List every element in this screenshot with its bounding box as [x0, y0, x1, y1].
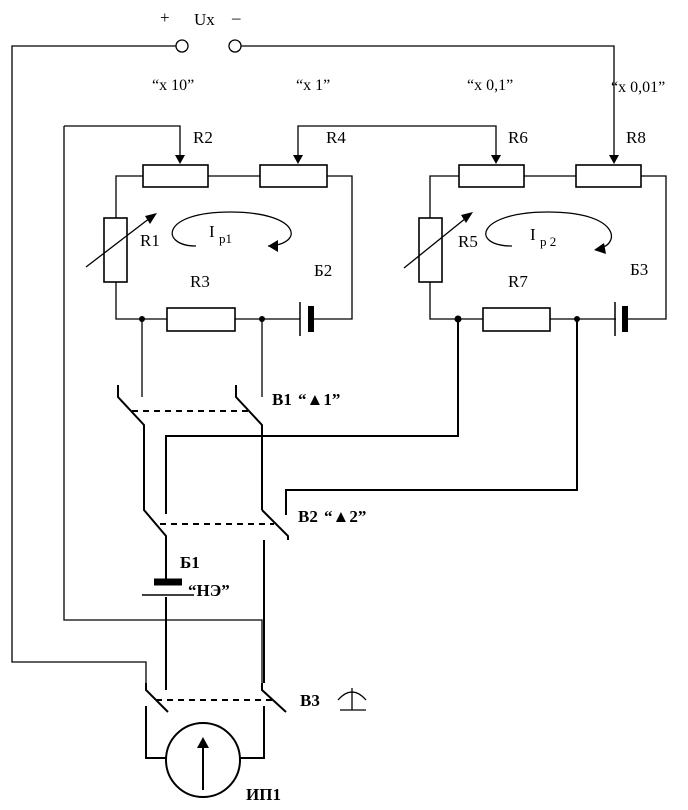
- range-label-x10: “x 10”: [152, 77, 194, 94]
- battery-b1-note: “НЭ”: [188, 581, 230, 600]
- switch-v1[interactable]: В1 “▲1”: [117, 319, 340, 510]
- resistor-r8: [575, 164, 642, 188]
- wiper-r2-icon: [175, 148, 185, 164]
- ux-label: Ux: [194, 10, 215, 29]
- current-ip2-main: I: [530, 225, 536, 244]
- resistor-r6-label: R6: [508, 128, 528, 147]
- current-loop-1-icon: [171, 211, 292, 252]
- switch-v2[interactable]: В2 “▲2”: [143, 470, 366, 683]
- battery-b3-label: Б3: [630, 260, 648, 279]
- resistor-r5-label: R5: [458, 232, 478, 251]
- meter-dial: [165, 722, 241, 798]
- battery-b2-label: Б2: [314, 261, 332, 280]
- resistor-r3-label: R3: [190, 272, 210, 291]
- resistor-r1-label: R1: [140, 231, 160, 250]
- resistor-r4: [259, 164, 328, 188]
- resistor-r2: [142, 164, 209, 188]
- resistor-r5: [418, 217, 443, 283]
- source-terminals: + Ux –: [160, 8, 242, 53]
- switch-v1-note: “▲1”: [298, 390, 340, 409]
- resistor-r2-label: R2: [193, 128, 213, 147]
- resistor-r7: [482, 307, 551, 332]
- range-label-x001: “x 0,01”: [611, 79, 665, 96]
- range-label-x01: “x 0,1”: [467, 77, 513, 94]
- resistor-r7-label: R7: [508, 272, 528, 291]
- resistor-r4-label: R4: [326, 128, 346, 147]
- meter-ip1: ИП1: [145, 706, 281, 804]
- wiper-r6-icon: [491, 148, 501, 164]
- minus-sign: –: [231, 8, 241, 27]
- terminal-plus[interactable]: [175, 39, 189, 53]
- resistor-r1: [103, 217, 128, 283]
- range-labels: “x 10” “x 1” “x 0,1” “x 0,01”: [152, 77, 665, 96]
- switch-v1-label: В1: [272, 390, 292, 409]
- battery-b1-label: Б1: [180, 553, 200, 572]
- variable-arrow-r1-icon: [85, 213, 157, 268]
- wiper-r4-icon: [293, 148, 303, 164]
- switch-v3[interactable]: В3: [145, 683, 367, 713]
- left-bridge: R2 R4 R1 R3 Б2 I p1: [85, 128, 353, 336]
- wiper-r8-icon: [609, 148, 619, 164]
- battery-b2: [299, 302, 314, 336]
- plus-sign: +: [160, 8, 170, 27]
- switch-v3-label: В3: [300, 691, 320, 710]
- right-bridge: R6 R8 R5 R7 Б3 I p 2: [403, 128, 667, 336]
- resistor-r6: [458, 164, 525, 188]
- current-ip1-main: I: [209, 222, 215, 241]
- resistor-r8-label: R8: [626, 128, 646, 147]
- meter-symbol-icon: [337, 688, 367, 711]
- current-loop-2-icon: [485, 211, 613, 254]
- outer-wires: [11, 45, 615, 683]
- meter-needle-icon: [197, 737, 209, 748]
- switch-v2-note: “▲2”: [324, 507, 366, 526]
- meter-label: ИП1: [246, 785, 281, 804]
- range-label-x1: “x 1”: [296, 77, 330, 94]
- resistor-r3: [166, 307, 236, 332]
- battery-b3: [614, 302, 628, 336]
- variable-arrow-r5-icon: [403, 212, 473, 269]
- current-ip2-sub: p 2: [540, 234, 556, 249]
- wires-to-v2: [165, 319, 578, 515]
- current-ip1-sub: p1: [219, 231, 232, 246]
- battery-b1: Б1 “НЭ”: [142, 553, 230, 683]
- switch-v2-label: В2: [298, 507, 318, 526]
- terminal-minus[interactable]: [228, 39, 242, 53]
